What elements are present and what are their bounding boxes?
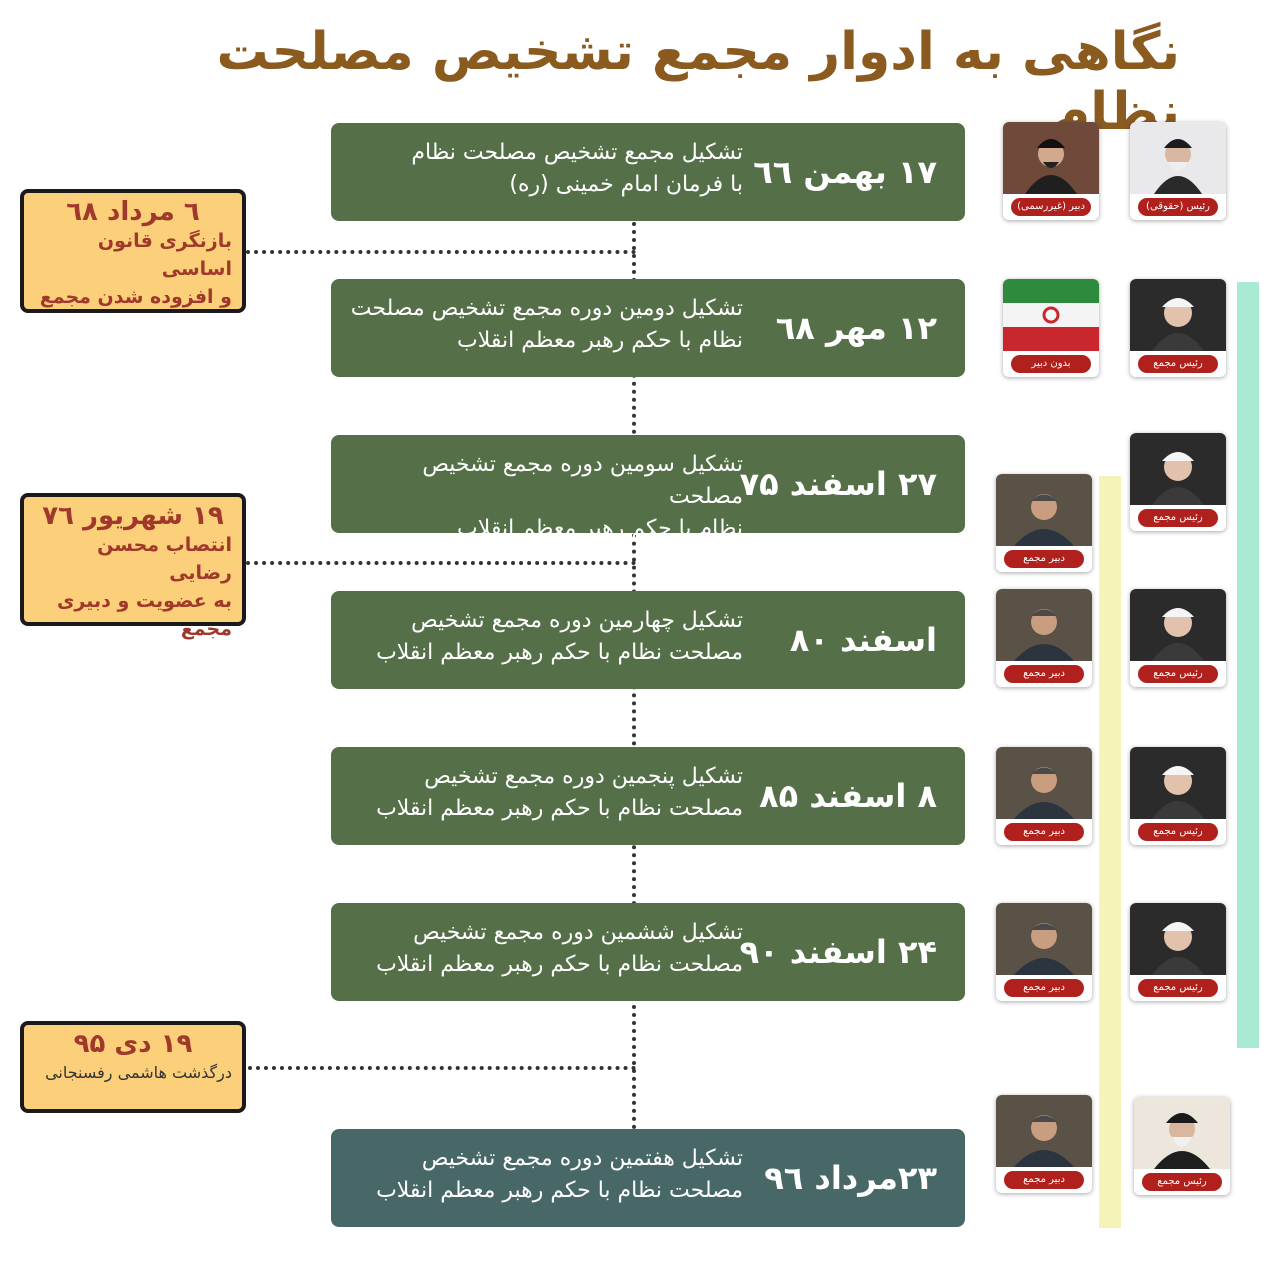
photo-caption: دبیر مجمع	[1004, 1171, 1084, 1189]
head-photo: رئیس مجمع	[1134, 1097, 1230, 1195]
note-line: بازنگری قانون اساسی	[97, 230, 232, 280]
page-title: نگاهی به ادوار مجمع تشخیص مصلحت نظام	[216, 22, 1180, 142]
photo-caption: دبیر مجمع	[1004, 665, 1084, 683]
card-description: تشکیل چهارمین دوره مجمع تشخیص مصلحت نظام…	[343, 605, 743, 669]
portrait-icon	[1130, 433, 1226, 505]
note-line: به عضویت و دبیری مجمع	[56, 590, 232, 640]
card-line: تشکیل سومین دوره مجمع تشخیص مصلحت	[422, 452, 743, 509]
photo-caption: رئیس مجمع	[1138, 509, 1218, 527]
secretary-photo: دبیر مجمع	[996, 474, 1092, 572]
head-tenure-band	[1237, 282, 1259, 1048]
card-line: تشکیل چهارمین دوره مجمع تشخیص	[411, 608, 743, 633]
card-description: تشکیل هفتمین دوره مجمع تشخیص مصلحت نظام …	[343, 1143, 743, 1207]
card-line: مصلحت نظام با حکم رهبر معظم انقلاب	[376, 796, 743, 821]
card-description: تشکیل پنجمین دوره مجمع تشخیص مصلحت نظام …	[343, 761, 743, 825]
timeline-card: اسفند ۸۰ تشکیل چهارمین دوره مجمع تشخیص م…	[331, 591, 965, 689]
head-photo: رئیس مجمع	[1130, 433, 1226, 531]
note-line: انتصاب محسن رضایی	[97, 534, 232, 584]
photo-caption: دبیر مجمع	[1004, 550, 1084, 568]
card-date: ۱۷ بهمن ٦٦	[753, 153, 937, 191]
card-line: تشکیل دومین دوره مجمع تشخیص مصلحت	[350, 296, 743, 321]
secretary-tenure-band	[1099, 476, 1121, 1228]
portrait-icon	[996, 589, 1092, 661]
secretary-photo: بدون دبیر	[1003, 279, 1099, 377]
card-date: ۲۷ اسفند ۷۵	[739, 465, 937, 503]
event-note: ۱۹ دی ۹۵ درگذشت هاشمی رفسنجانی	[20, 1021, 246, 1113]
portrait-icon	[1130, 279, 1226, 351]
photo-caption: رئیس مجمع	[1138, 823, 1218, 841]
photo-caption: دبیر مجمع	[1004, 823, 1084, 841]
card-line: تشکیل هفتمین دوره مجمع تشخیص	[421, 1146, 743, 1171]
card-date: ۲۴ اسفند ۹۰	[739, 933, 937, 971]
photo-caption: رئیس مجمع	[1138, 665, 1218, 683]
note-line: درگذشت هاشمی رفسنجانی	[45, 1063, 232, 1082]
portrait-icon	[1130, 903, 1226, 975]
photo-caption: رئیس مجمع	[1138, 355, 1218, 373]
photo-caption: رئیس مجمع	[1138, 979, 1218, 997]
secretary-photo: دبیر مجمع	[996, 589, 1092, 687]
card-line: مصلحت نظام با حکم رهبر معظم انقلاب	[376, 1178, 743, 1203]
timeline-card: ۲۳مرداد ۹٦ تشکیل هفتمین دوره مجمع تشخیص …	[331, 1129, 965, 1227]
head-photo: رئیس مجمع	[1130, 903, 1226, 1001]
card-description: تشکیل مجمع تشخیص مصلحت نظام با فرمان اما…	[343, 137, 743, 201]
secretary-photo: دبیر (غیررسمی)	[1003, 122, 1099, 220]
photo-caption: دبیر (غیررسمی)	[1011, 198, 1091, 216]
portrait-icon	[996, 474, 1092, 546]
timeline-card: ۱۷ بهمن ٦٦ تشکیل مجمع تشخیص مصلحت نظام ب…	[331, 123, 965, 221]
flag-icon	[1003, 279, 1099, 351]
secretary-photo: دبیر مجمع	[996, 903, 1092, 1001]
note-connector	[246, 250, 636, 254]
note-date: ۱۹ دی ۹۵	[73, 1029, 193, 1059]
card-line: نظام با حکم رهبر معظم انقلاب	[457, 328, 743, 353]
note-connector	[246, 561, 636, 565]
card-line: تشکیل پنجمین دوره مجمع تشخیص	[424, 764, 743, 789]
card-line: مصلحت نظام با حکم رهبر معظم انقلاب	[376, 640, 743, 665]
card-description: تشکیل دومین دوره مجمع تشخیص مصلحت نظام ب…	[343, 293, 743, 357]
note-connector	[248, 1066, 636, 1070]
photo-caption: دبیر مجمع	[1004, 979, 1084, 997]
timeline-card: ۲۴ اسفند ۹۰ تشکیل ششمین دوره مجمع تشخیص …	[331, 903, 965, 1001]
portrait-icon	[996, 1095, 1092, 1167]
portrait-icon	[996, 903, 1092, 975]
photo-caption: رئیس (حقوقی)	[1138, 198, 1218, 216]
head-photo: رئیس مجمع	[1130, 279, 1226, 377]
head-photo: رئیس مجمع	[1130, 747, 1226, 845]
portrait-icon	[1003, 122, 1099, 194]
card-date: ۲۳مرداد ۹٦	[764, 1159, 937, 1197]
portrait-icon	[1130, 589, 1226, 661]
secretary-photo: دبیر مجمع	[996, 1095, 1092, 1193]
card-line: نظام با حکم رهبر معظم انقلاب	[457, 516, 743, 541]
event-note: ٦ مرداد ٦٨ بازنگری قانون اساسی و افزوده …	[20, 189, 246, 313]
card-line: تشکیل ششمین دوره مجمع تشخیص	[413, 920, 743, 945]
note-date: ٦ مرداد ٦٨	[66, 197, 200, 227]
event-note: ۱۹ شهریور ٧٦ انتصاب محسن رضایی به عضویت …	[20, 493, 246, 640]
card-line: با فرمان امام خمینی (ره)	[509, 172, 743, 197]
secretary-photo: دبیر مجمع	[996, 747, 1092, 845]
card-date: ۸ اسفند ۸۵	[759, 777, 937, 815]
card-line: مصلحت نظام با حکم رهبر معظم انقلاب	[376, 952, 743, 977]
head-photo: رئیس (حقوقی)	[1130, 122, 1226, 220]
card-date: ۱۲ مهر ٦٨	[775, 309, 937, 347]
timeline-card: ۱۲ مهر ٦٨ تشکیل دومین دوره مجمع تشخیص مص…	[331, 279, 965, 377]
photo-caption: بدون دبیر	[1011, 355, 1091, 373]
card-description: تشکیل سومین دوره مجمع تشخیص مصلحت نظام ب…	[343, 449, 743, 545]
photo-caption: رئیس مجمع	[1142, 1173, 1222, 1191]
card-line: تشکیل مجمع تشخیص مصلحت نظام	[411, 140, 743, 165]
head-photo: رئیس مجمع	[1130, 589, 1226, 687]
card-date: اسفند ۸۰	[789, 621, 937, 659]
note-date: ۱۹ شهریور ٧٦	[42, 501, 224, 531]
card-description: تشکیل ششمین دوره مجمع تشخیص مصلحت نظام ب…	[343, 917, 743, 981]
timeline-card: ۸ اسفند ۸۵ تشکیل پنجمین دوره مجمع تشخیص …	[331, 747, 965, 845]
portrait-icon	[996, 747, 1092, 819]
portrait-icon	[1130, 747, 1226, 819]
portrait-icon	[1134, 1097, 1230, 1169]
note-line: و افزوده شدن مجمع	[39, 286, 232, 308]
timeline-card: ۲۷ اسفند ۷۵ تشکیل سومین دوره مجمع تشخیص …	[331, 435, 965, 541]
portrait-icon	[1130, 122, 1226, 194]
